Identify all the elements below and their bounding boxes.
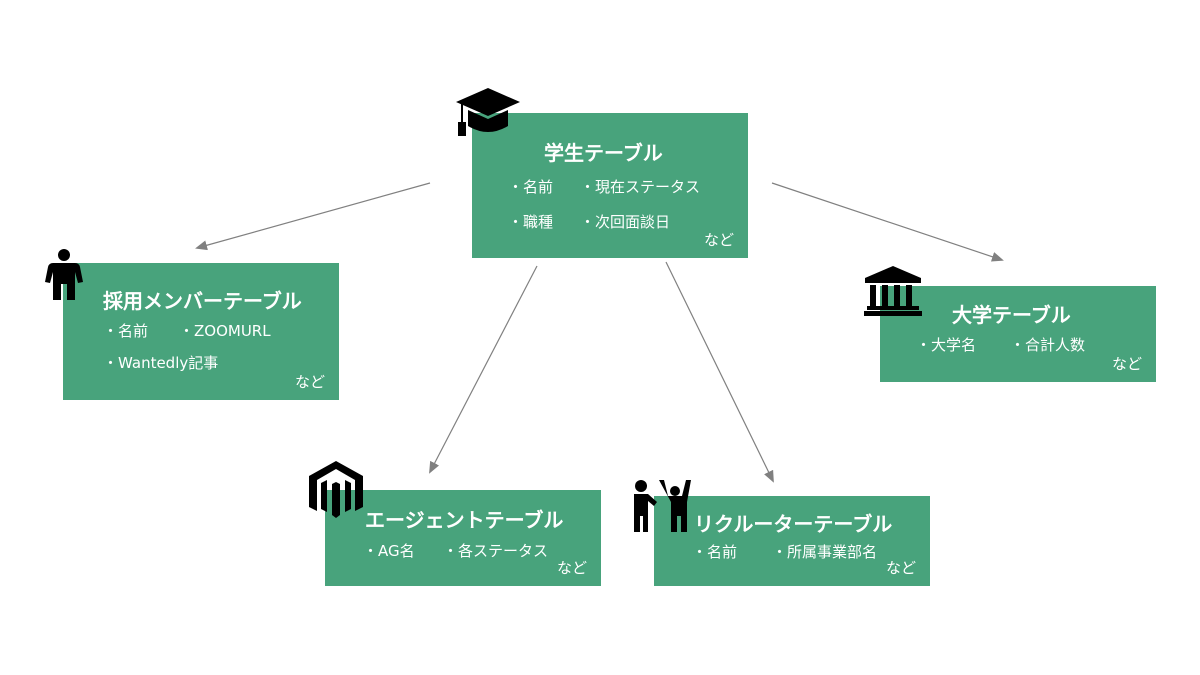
recruiter-table-title: リクルーターテーブル (694, 512, 893, 536)
agent-item-status: ・各ステータス (443, 542, 549, 560)
graduation-cap-icon (454, 86, 522, 142)
student-etc: など (703, 231, 734, 249)
university-building-icon (863, 264, 923, 320)
agent-item-ag-name: ・AG名 (363, 542, 415, 560)
member-item-wantedly: ・Wantedly記事 (103, 354, 219, 372)
university-item-total: ・合計人数 (1010, 336, 1086, 354)
agent-etc: など (556, 559, 587, 577)
university-etc: など (1111, 355, 1142, 373)
recruiter-item-department: ・所属事業部名 (772, 543, 878, 561)
university-table-box: 大学テーブル ・大学名 ・合計人数 など (880, 286, 1156, 382)
university-table-title: 大学テーブル (952, 303, 1071, 327)
agent-table-box: エージェントテーブル ・AG名 ・各ステータス など (325, 490, 601, 586)
recruiter-table-box: リクルーターテーブル ・名前 ・所属事業部名 など (654, 496, 930, 586)
people-greeting-icon (631, 478, 693, 538)
member-item-zoomurl: ・ZOOMURL (179, 322, 271, 340)
recruiter-etc: など (885, 559, 916, 577)
arrow-to-member (195, 182, 431, 251)
student-table-box: 学生テーブル ・名前 ・現在ステータス ・職種 ・次回面談日 など (472, 113, 748, 258)
student-table-title: 学生テーブル (544, 141, 663, 165)
member-item-name: ・名前 (103, 322, 149, 340)
student-item-next-interview: ・次回面談日 (580, 213, 671, 231)
arrow-to-agent (429, 265, 538, 474)
agent-table-title: エージェントテーブル (365, 508, 564, 532)
member-etc: など (294, 373, 325, 391)
student-item-status: ・現在ステータス (580, 178, 701, 196)
arrow-to-university (771, 182, 1004, 262)
magento-logo-icon (306, 460, 366, 524)
student-item-name: ・名前 (508, 178, 554, 196)
university-item-name: ・大学名 (916, 336, 977, 354)
member-table-box: 採用メンバーテーブル ・名前 ・ZOOMURL ・Wantedly記事 など (63, 263, 339, 400)
person-icon (43, 248, 85, 306)
member-table-title: 採用メンバーテーブル (103, 289, 302, 313)
recruiter-item-name: ・名前 (692, 543, 738, 561)
arrow-to-recruiter (665, 261, 774, 483)
student-item-job: ・職種 (508, 213, 554, 231)
